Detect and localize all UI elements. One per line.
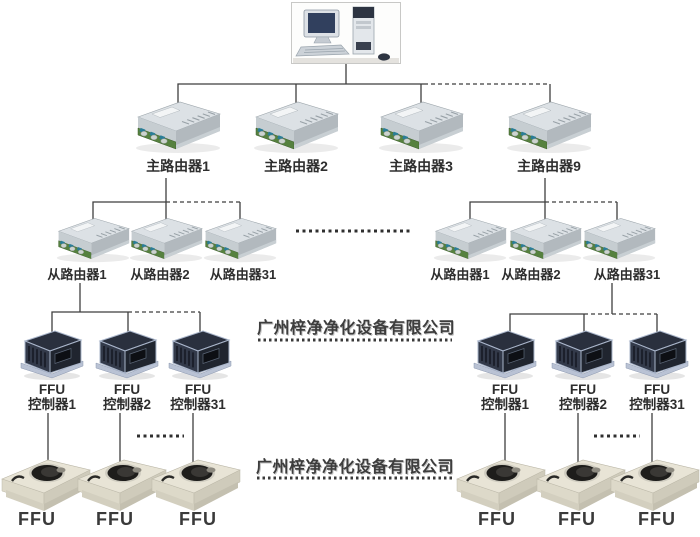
ffu-controller-icon [19, 327, 85, 381]
main-router-label: 主路由器1 [146, 158, 210, 174]
router-icon [197, 214, 283, 264]
ffu-label: FFU [96, 509, 134, 529]
ffu-controller-label-line2: 控制器1 [27, 397, 76, 412]
ffu-label: FFU [558, 509, 596, 529]
ffu-controller-icon [472, 327, 538, 381]
router-icon [246, 97, 346, 155]
router-icon [371, 97, 471, 155]
slave-router-label: 从路由器1 [430, 267, 490, 282]
ffu-controller-label-line1: FFU [569, 382, 597, 397]
ffu-controller-label: FFU 控制器2 [543, 382, 623, 412]
ffu-icon [455, 453, 547, 515]
ffu-controller-label: FFU 控制器1 [12, 382, 92, 412]
watermark-text: 广州梓净净化设备有限公司 [257, 320, 456, 337]
ffu-controller-label: FFU 控制器2 [87, 382, 167, 412]
ffu-controller-label-line2: 控制器1 [480, 397, 529, 412]
ffu-icon [150, 453, 242, 515]
computer-icon [291, 2, 401, 64]
ffu-label: FFU [478, 509, 516, 529]
ffu-controller-icon [624, 327, 690, 381]
ffu-controller-icon [94, 327, 160, 381]
ffu-controller-label-line2: 控制器31 [170, 397, 226, 412]
router-icon [128, 97, 228, 155]
main-router-label: 主路由器2 [264, 158, 328, 174]
ffu-controller-label-line1: FFU [643, 382, 671, 397]
slave-router-label: 从路由器2 [130, 267, 190, 282]
ffu-controller-label-line1: FFU [491, 382, 519, 397]
solid-connectors [47, 62, 658, 462]
ffu-controller-icon [167, 327, 233, 381]
ffu-label: FFU [638, 509, 676, 529]
router-icon [576, 214, 662, 264]
ffu-controller-label: FFU 控制器1 [465, 382, 545, 412]
ffu-icon [609, 453, 700, 515]
watermark-dotted-lines [257, 338, 455, 480]
ffu-controller-icon [550, 327, 616, 381]
ffu-controller-label: FFU 控制器31 [158, 382, 238, 412]
ffu-controller-label-line1: FFU [184, 382, 212, 397]
slave-router-label: 从路由器31 [209, 267, 277, 282]
router-icon [427, 214, 513, 264]
ffu-controller-label-line2: 控制器31 [629, 397, 685, 412]
ffu-controller-label: FFU 控制器31 [617, 382, 697, 412]
ffu-controller-label-line1: FFU [113, 382, 141, 397]
ffu-label: FFU [179, 509, 217, 529]
ffu-controller-label-line2: 控制器2 [558, 397, 607, 412]
watermark-text: 广州梓净净化设备有限公司 [256, 459, 455, 476]
main-router-label: 主路由器9 [517, 158, 581, 174]
slave-router-label: 从路由器31 [593, 267, 661, 282]
slave-router-label: 从路由器1 [47, 267, 107, 282]
ffu-label: FFU [18, 509, 56, 529]
main-router-label: 主路由器3 [389, 158, 453, 174]
router-icon [499, 97, 599, 155]
slave-router-label: 从路由器2 [501, 267, 561, 282]
dashed-connectors [128, 83, 657, 315]
ffu-controller-label-line1: FFU [38, 382, 66, 397]
ffu-controller-label-line2: 控制器2 [102, 397, 151, 412]
ellipsis-separators [137, 229, 640, 438]
